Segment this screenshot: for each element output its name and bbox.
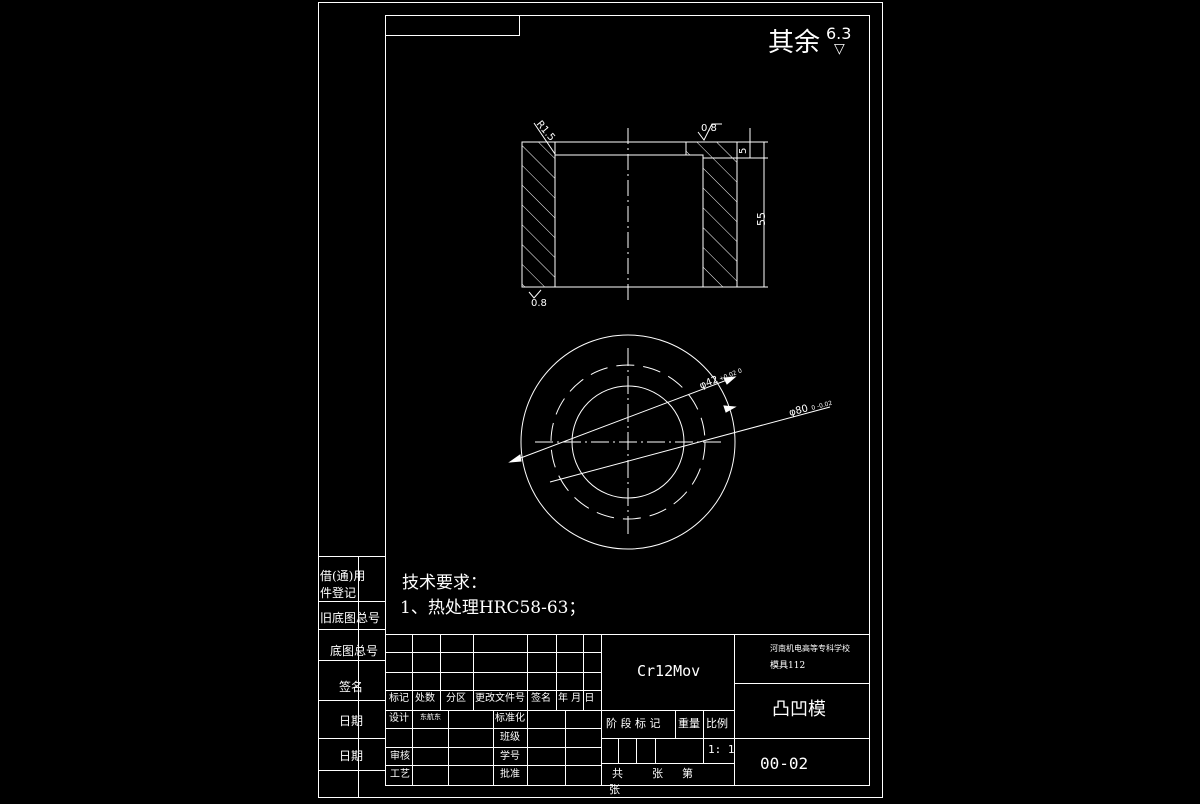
part-name: 凸凹模 bbox=[772, 699, 826, 720]
label-student-no: 学号 bbox=[500, 751, 520, 762]
left-row-5: 签名 bbox=[339, 680, 364, 694]
dim-height: 55 bbox=[755, 212, 768, 226]
dim-step: 5 bbox=[738, 148, 749, 154]
left-row-1: 借(通)用 bbox=[320, 569, 366, 583]
tech-req-item: 1、热处理HRC58-63； bbox=[400, 598, 586, 618]
label-class: 班级 bbox=[500, 732, 520, 743]
corner-box bbox=[385, 15, 520, 36]
label-review: 审核 bbox=[390, 751, 410, 762]
roughness-value: 6.3 bbox=[826, 24, 852, 43]
label-process: 工艺 bbox=[390, 769, 410, 780]
left-row-7: 日期 bbox=[339, 749, 364, 763]
rev-header-1: 标记 bbox=[389, 693, 409, 704]
dim-outer-tol: 0 -0.02 bbox=[811, 400, 834, 412]
left-row-3: 旧底图总号 bbox=[320, 611, 381, 625]
roughness-symbol-icon: ▽ bbox=[834, 41, 845, 57]
rev-header-4: 更改文件号 bbox=[475, 693, 525, 704]
tech-req-heading: 技术要求： bbox=[402, 573, 487, 593]
sheet-no: 第 bbox=[682, 767, 693, 780]
dim-outer-dia: φ80 bbox=[788, 403, 810, 419]
rev-header-3: 分区 bbox=[446, 693, 466, 704]
plan-view bbox=[508, 334, 831, 550]
rev-header-6: 年 月 日 bbox=[558, 693, 595, 704]
right-wall-hatch bbox=[702, 157, 738, 288]
drawing-number: 00-02 bbox=[760, 754, 809, 773]
label-design-extra: 东航东 bbox=[420, 713, 441, 721]
section-view bbox=[521, 122, 768, 300]
outer-circle bbox=[520, 334, 736, 550]
sheet-total: 共 bbox=[612, 767, 623, 780]
leader-inner bbox=[509, 376, 736, 463]
left-row-2: 件登记 bbox=[320, 586, 357, 600]
label-standard: 标准化 bbox=[495, 713, 525, 724]
label-design: 设计 bbox=[389, 713, 409, 724]
left-wall-hatch bbox=[521, 141, 556, 288]
label-approve: 批准 bbox=[500, 769, 520, 780]
material: Cr12Mov bbox=[637, 662, 701, 680]
stage-header: 阶 段 标 记 bbox=[606, 717, 661, 730]
school-name: 河南机电高等专科学校 bbox=[770, 644, 850, 653]
dim-inner-dia: φ42 bbox=[698, 374, 720, 391]
scale-header: 比例 bbox=[706, 717, 728, 730]
rev-header-2: 处数 bbox=[415, 693, 435, 704]
left-column-table bbox=[318, 556, 386, 798]
leader-outer bbox=[549, 406, 831, 483]
right-step-hatch bbox=[685, 141, 738, 159]
sheet-label: 张 bbox=[652, 767, 663, 780]
title-block-lines bbox=[385, 634, 870, 786]
rev-header-5: 签名 bbox=[531, 693, 551, 704]
scale-value: 1: 1 bbox=[708, 743, 735, 756]
weight-header: 重量 bbox=[678, 717, 700, 730]
inner-frame bbox=[385, 15, 870, 786]
dim-chamfer: 0.8 bbox=[701, 123, 717, 134]
dim-bottom-roughness: 0.8 bbox=[531, 298, 547, 309]
outer-frame bbox=[318, 2, 883, 798]
left-row-4: 底图总号 bbox=[330, 644, 379, 658]
class-name: 模具112 bbox=[770, 661, 806, 671]
roughness-label: 其余 bbox=[768, 28, 821, 58]
left-row-6: 日期 bbox=[339, 714, 364, 728]
sheet-label-2: 张 bbox=[609, 783, 620, 796]
